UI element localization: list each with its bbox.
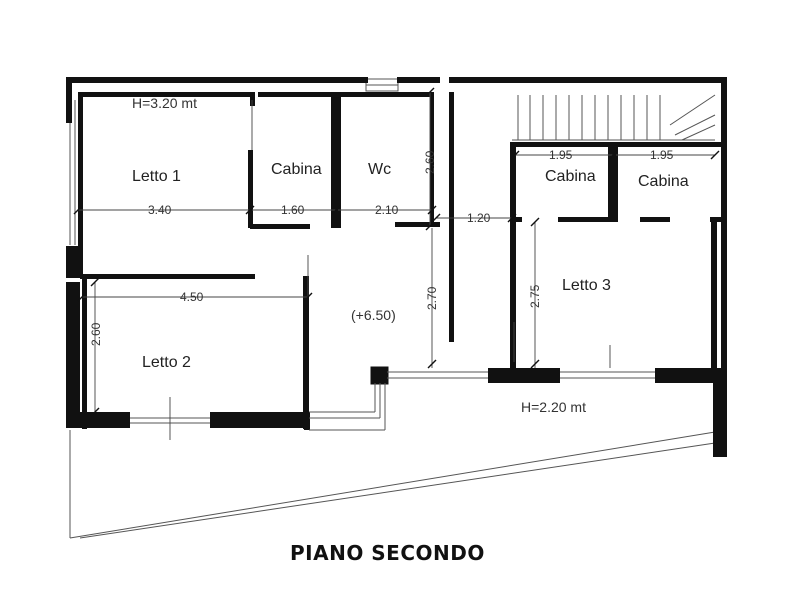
staircase — [512, 94, 716, 141]
dim-letto1-width: 3.40 — [148, 203, 172, 217]
floor-level: (+6.50) — [351, 307, 396, 323]
floor-plan-title: PIANO SECONDO — [290, 541, 485, 565]
dim-hall-height: 2.70 — [425, 286, 439, 310]
dimension-ticks — [73, 87, 720, 417]
dim-letto2-height: 2.60 — [89, 322, 103, 346]
terrace-outline — [69, 100, 716, 539]
dimension-lines — [78, 92, 715, 440]
ceiling-height-main: H=3.20 mt — [132, 95, 197, 111]
dim-wc-width: 2.10 — [375, 203, 399, 217]
dim-letto3-height: 2.75 — [528, 284, 542, 308]
room-letto-3: Letto 3 — [562, 277, 611, 294]
labels: H=3.20 mt H=2.20 mt (+6.50) Letto 1 Cabi… — [89, 95, 689, 565]
room-letto-2: Letto 2 — [142, 354, 191, 371]
dim-letto2-width: 4.50 — [180, 290, 204, 304]
room-cabina-1: Cabina — [271, 161, 322, 178]
dim-cabina3-width: 1.95 — [650, 148, 674, 162]
ceiling-height-lower: H=2.20 mt — [521, 399, 586, 415]
room-cabina-2: Cabina — [545, 168, 596, 185]
walls — [66, 77, 727, 457]
dim-corridor-width: 1.20 — [467, 211, 491, 225]
dim-cabina1-width: 1.60 — [281, 203, 305, 217]
room-letto-1: Letto 1 — [132, 168, 181, 185]
dim-cabina2-width: 1.95 — [549, 148, 573, 162]
room-cabina-3: Cabina — [638, 173, 689, 190]
room-wc: Wc — [368, 161, 391, 178]
dim-wc-height: 2.60 — [423, 150, 437, 174]
openings — [130, 371, 655, 431]
top-window — [365, 78, 399, 92]
